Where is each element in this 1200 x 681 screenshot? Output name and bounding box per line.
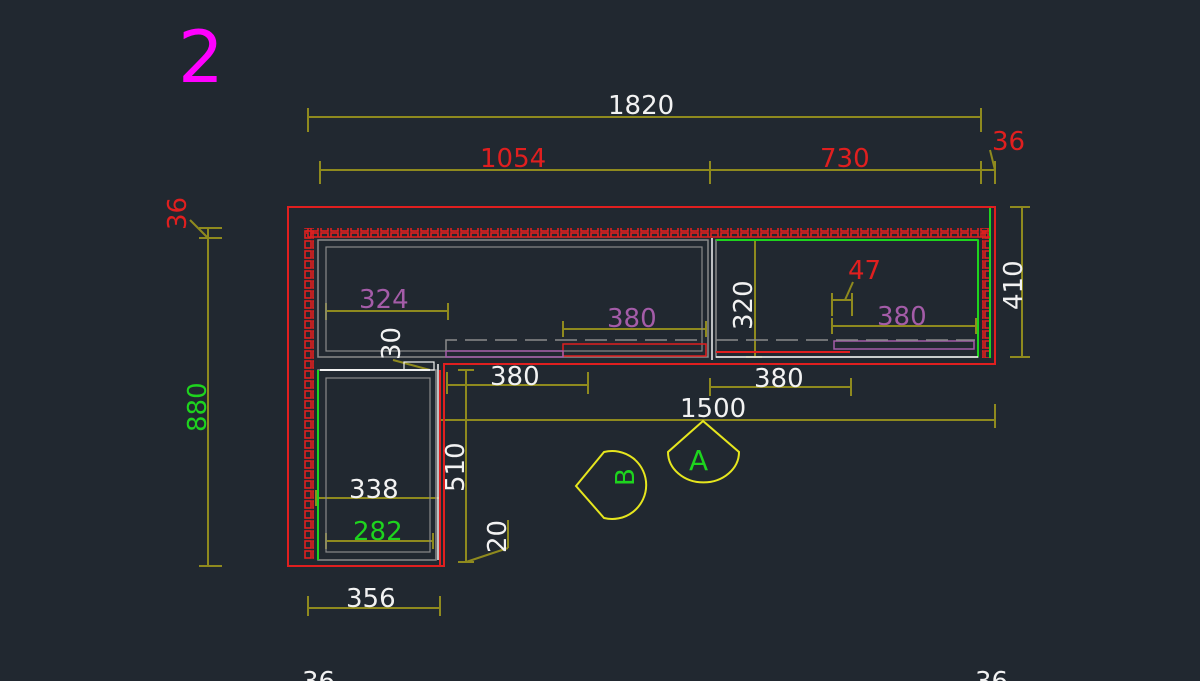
view-marker-b: B (574, 450, 648, 520)
dim-width-380-right: 380 (877, 302, 927, 332)
dim-right-run: 730 (820, 144, 870, 174)
dim-return-510: 510 (441, 442, 471, 492)
view-marker-b-label: B (611, 468, 641, 486)
dim-run-1500: 1500 (680, 394, 746, 424)
dim-return-338: 338 (349, 475, 399, 505)
dim-lower-380-right: 380 (754, 364, 804, 394)
dim-left-run: 1054 (480, 144, 546, 174)
dim-return-356: 356 (346, 584, 396, 614)
dim-width-324: 324 (359, 285, 409, 315)
dim-lower-380-left: 380 (490, 362, 540, 392)
dimension-labels: 1820 1054 730 36 36 880 410 320 324 380 … (163, 91, 1029, 681)
l-shaped-cabinet-outline (287, 206, 996, 567)
dim-edge-top-left: 36 (163, 197, 193, 230)
dim-depth-right: 320 (729, 280, 759, 330)
dim-return-20: 20 (483, 520, 513, 553)
dimension-lines (189, 108, 1030, 616)
dim-bottom-left-cut: 36 (302, 667, 335, 681)
dim-edge-47: 47 (848, 256, 881, 286)
dim-height-right: 410 (999, 260, 1029, 310)
sheet-number: 2 (178, 15, 224, 99)
dim-return-282: 282 (353, 517, 403, 547)
dim-bottom-right-cut: 36 (975, 667, 1008, 681)
dim-height-left: 880 (183, 382, 213, 432)
view-marker-a-label: A (689, 444, 708, 477)
dim-overall-width: 1820 (608, 91, 674, 121)
dim-width-380-mid: 380 (607, 304, 657, 334)
view-marker-a: A (666, 419, 741, 484)
dim-gap-30: 30 (377, 327, 407, 360)
dim-edge-top-right: 36 (992, 127, 1025, 157)
